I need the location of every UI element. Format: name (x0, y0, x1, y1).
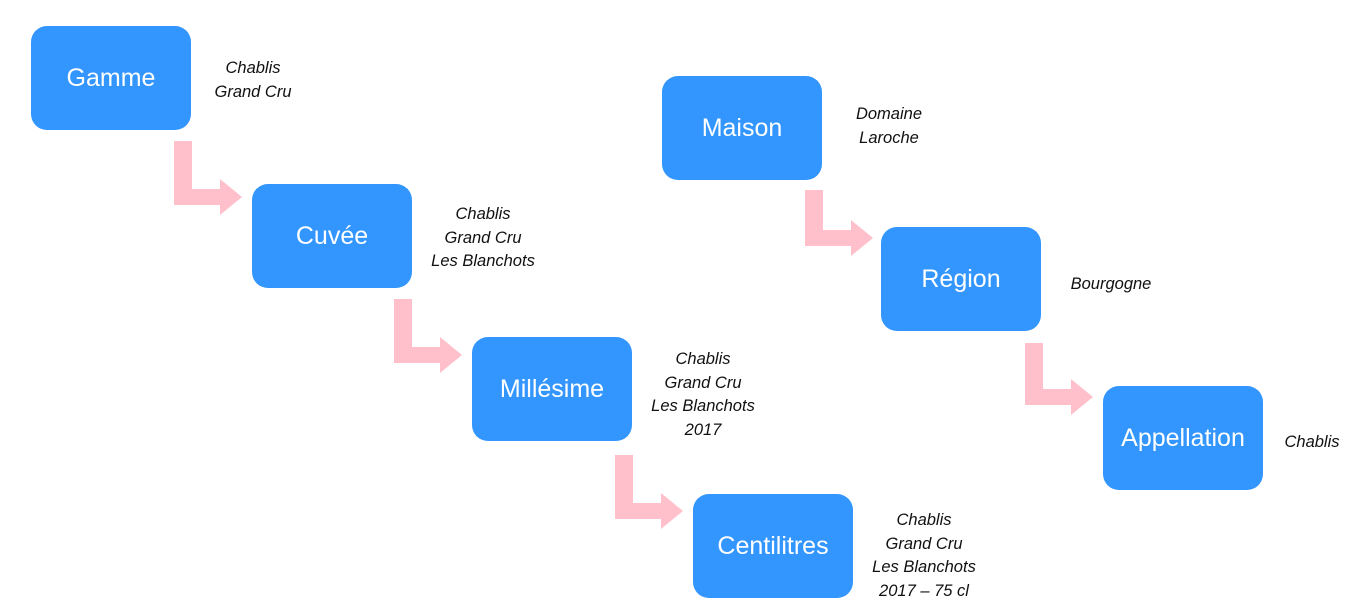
node-centilitres-label: Centilitres (717, 531, 829, 560)
description-millesime: Chablis Grand Cru Les Blanchots 2017 (613, 348, 793, 442)
description-line: Chablis (455, 205, 511, 223)
node-gamme-label: Gamme (66, 63, 156, 92)
description-centilitres: Chablis Grand Cru Les Blanchots 2017 – 7… (834, 509, 1014, 603)
description-maison: Domaine Laroche (799, 103, 979, 150)
description-line: Les Blanchots (872, 558, 976, 576)
description-region: Bourgogne (1021, 273, 1201, 297)
arrow-shape (805, 190, 873, 256)
arrow-shape (394, 299, 462, 373)
arrow-gamme-to-cuvee (174, 141, 242, 215)
description-line: Grand Cru (214, 82, 292, 101)
description-line: Chablis (675, 350, 731, 368)
node-gamme: Gamme (31, 26, 191, 130)
arrow-region-to-appellation (1025, 343, 1093, 415)
description-line: Chablis (896, 511, 952, 529)
description-line: Chablis (225, 59, 281, 77)
description-line: 2017 (684, 420, 722, 439)
arrow-maison-to-region (805, 190, 873, 256)
node-centilitres: Centilitres (693, 494, 853, 598)
description-gamme: Chablis Grand Cru (163, 57, 343, 104)
description-line: Grand Cru (885, 534, 963, 553)
node-millesime: Millésime (472, 337, 632, 441)
arrow-shape (615, 455, 683, 529)
description-line: 2017 – 75 cl (879, 581, 969, 600)
description-line: Grand Cru (664, 373, 742, 392)
arrow-shape (1025, 343, 1093, 415)
node-region: Région (881, 227, 1041, 331)
node-maison-label: Maison (701, 113, 783, 142)
description-line: Grand Cru (444, 228, 522, 247)
node-appellation: Appellation (1103, 386, 1263, 490)
arrow-cuvee-to-millesime (394, 299, 462, 373)
arrow-millesime-to-centilitres (615, 455, 683, 529)
node-region-label: Région (921, 264, 1001, 293)
node-maison: Maison (662, 76, 822, 180)
arrow-shape (174, 141, 242, 215)
description-line: Bourgogne (1070, 275, 1152, 293)
node-cuvee-label: Cuvée (295, 221, 369, 250)
description-appellation: Chablis (1262, 431, 1360, 455)
description-line: Les Blanchots (651, 397, 755, 415)
node-appellation-label: Appellation (1121, 423, 1245, 452)
description-line: Domaine (855, 105, 923, 123)
description-line: Laroche (859, 128, 919, 147)
node-millesime-label: Millésime (499, 374, 605, 403)
node-cuvee: Cuvée (252, 184, 412, 288)
description-cuvee: Chablis Grand Cru Les Blanchots (393, 203, 573, 274)
description-line: Chablis (1284, 433, 1340, 451)
description-line: Les Blanchots (431, 252, 535, 270)
